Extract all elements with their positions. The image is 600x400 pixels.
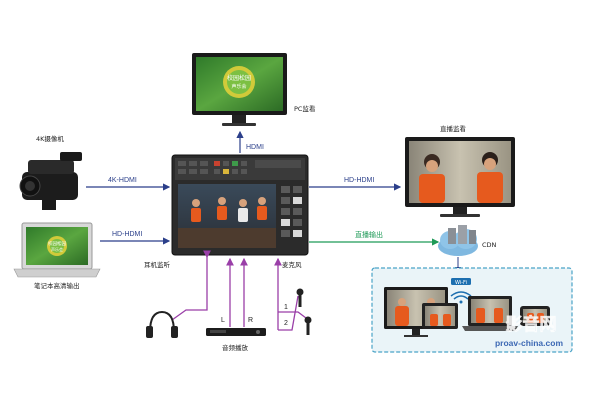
headphone-icon [146, 310, 178, 338]
pc-screen-title: 校园松园 [227, 74, 251, 82]
performers [191, 197, 267, 222]
wifi-icon [450, 278, 472, 304]
laptop-screen-title: 校园松园 [48, 240, 66, 247]
headphone-link [171, 250, 211, 321]
microphone-icon-2 [304, 316, 312, 335]
camera-label: 4K摄像机 [36, 134, 64, 143]
mic-link-3 [278, 295, 299, 331]
laptop-in-label: HD-HDMI [112, 231, 142, 238]
cdn-cloud-icon [438, 225, 478, 256]
watermark-logo: 影音网 [506, 314, 557, 335]
pc-monitor: 校园松园 声乐会 [192, 53, 287, 126]
video-switcher [171, 154, 309, 256]
pc-screen-subtitle: 声乐会 [231, 83, 246, 90]
audio-left-label: L [221, 317, 225, 324]
camera-in-label: 4K-HDMI [108, 177, 137, 184]
live-monitor [405, 137, 515, 217]
stream-out-label: 直播输出 [355, 230, 383, 239]
viewer-tablet [422, 303, 458, 329]
live-monitor-label: 直播监看 [440, 124, 467, 133]
monitor-out-label: HD-HDMI [344, 177, 374, 184]
audio-player-icon [206, 328, 266, 336]
mic-link-2 [278, 311, 307, 319]
viewer-phone [520, 306, 550, 326]
camera-icon [19, 152, 82, 210]
laptop-screen-subtitle: 声乐会 [51, 246, 63, 252]
hdmi-top-label: HDMI [246, 144, 264, 151]
laptop-icon: 校园松园 声乐会 [13, 222, 101, 278]
viewers-group: Wi-Fi [371, 267, 573, 353]
audio-playback-label: 音频播放 [222, 343, 249, 352]
audio-right-label: R [248, 317, 253, 324]
headphone-label: 耳机监听 [144, 260, 171, 269]
laptop-label: 笔记本高清输出 [34, 281, 80, 290]
mic-2-label: 2 [284, 320, 288, 327]
watermark-url: proav-china.com [495, 338, 563, 348]
cdn-label: CDN [482, 241, 497, 249]
pc-monitor-label: PC监看 [294, 104, 316, 113]
viewer-laptop [462, 296, 518, 331]
watermark: 影音网 proav-china.com [495, 314, 563, 348]
microphone-icon [296, 288, 304, 307]
wifi-label: Wi-Fi [455, 280, 467, 286]
mic-1-label: 1 [284, 304, 288, 311]
microphone-label: 麦克风 [282, 260, 302, 269]
